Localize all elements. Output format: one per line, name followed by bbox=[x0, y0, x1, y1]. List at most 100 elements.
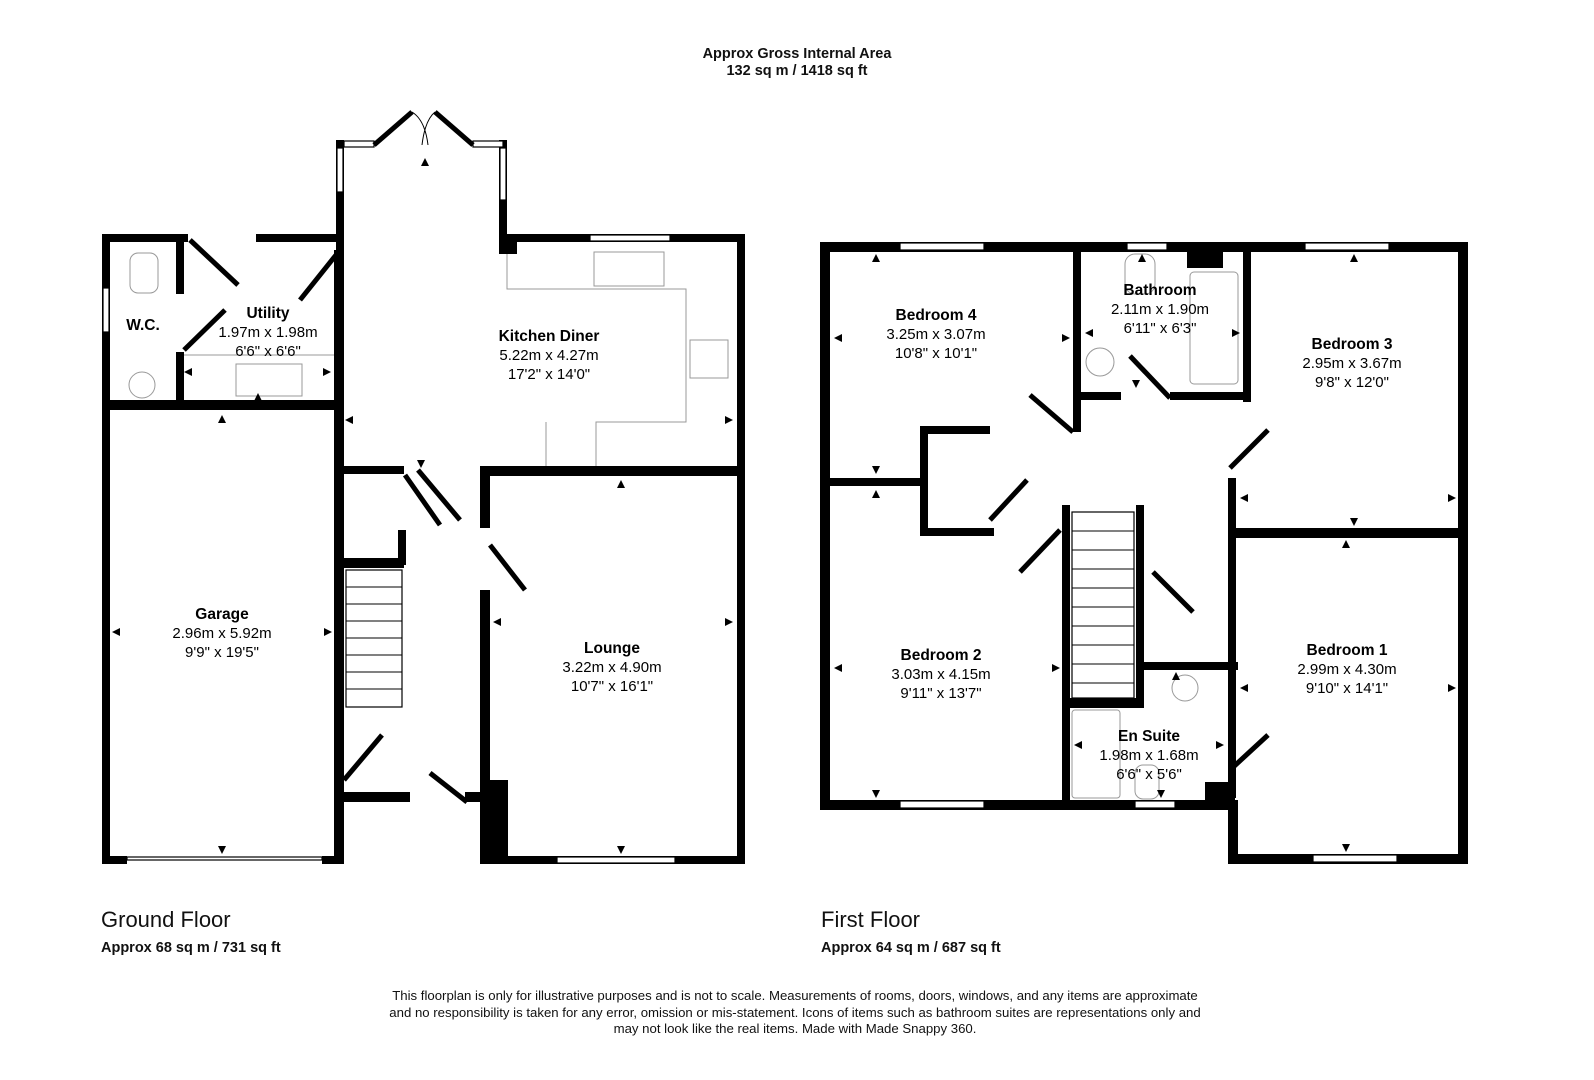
bath-icon bbox=[1189, 271, 1239, 385]
svg-text:10'8" x 10'1": 10'8" x 10'1" bbox=[895, 345, 977, 362]
wall bbox=[1243, 242, 1251, 402]
room-label-wc: W.C. bbox=[126, 317, 160, 334]
toilet-icon bbox=[1124, 253, 1156, 295]
wall bbox=[334, 466, 404, 474]
svg-text:Utility: Utility bbox=[246, 305, 289, 322]
window bbox=[556, 856, 676, 864]
first-floor-plan bbox=[820, 242, 1468, 864]
door-leaf bbox=[1128, 354, 1172, 400]
disclaimer-line: may not look like the real items. Made w… bbox=[613, 1021, 977, 1036]
wall bbox=[1062, 698, 1144, 708]
svg-text:6'6" x 5'6": 6'6" x 5'6" bbox=[1116, 766, 1182, 783]
room-label-garage: Garage 2.96m x 5.92m 9'9" x 19'5" bbox=[172, 606, 271, 661]
wall bbox=[1144, 662, 1238, 670]
door-leaf bbox=[182, 308, 227, 352]
svg-text:9'8" x 12'0": 9'8" x 12'0" bbox=[1315, 374, 1389, 391]
svg-text:Kitchen Diner: Kitchen Diner bbox=[499, 328, 600, 345]
disclaimer-line: and no responsibility is taken for any e… bbox=[389, 1004, 1201, 1020]
wall bbox=[737, 234, 745, 864]
wall bbox=[334, 250, 344, 864]
wall bbox=[1073, 242, 1081, 432]
door-leaf bbox=[416, 468, 462, 522]
door-leaf bbox=[488, 543, 527, 592]
ground-floor-plan bbox=[102, 110, 745, 864]
svg-text:6'11" x 6'3": 6'11" x 6'3" bbox=[1124, 320, 1197, 337]
svg-text:10'7" x 16'1": 10'7" x 16'1" bbox=[571, 678, 653, 695]
wall bbox=[336, 140, 344, 250]
wall bbox=[322, 856, 344, 864]
disclaimer-line: This floorplan is only for illustrative … bbox=[392, 988, 1198, 1003]
window bbox=[472, 140, 504, 148]
window bbox=[102, 287, 110, 333]
wall bbox=[334, 792, 410, 802]
svg-text:17'2" x 14'0": 17'2" x 14'0" bbox=[508, 366, 590, 383]
door-leaf bbox=[402, 473, 443, 527]
svg-text:2.11m x 1.90m: 2.11m x 1.90m bbox=[1111, 301, 1209, 318]
wall bbox=[480, 590, 490, 810]
door-leaf bbox=[1018, 528, 1062, 574]
door-leaf bbox=[188, 238, 240, 287]
wall bbox=[920, 426, 928, 536]
door-swing bbox=[411, 111, 436, 146]
wall bbox=[499, 234, 517, 254]
svg-text:6'6" x 6'6": 6'6" x 6'6" bbox=[235, 343, 301, 360]
wall bbox=[1170, 392, 1251, 400]
room-label-bedroom-4: Bedroom 4 3.25m x 3.07m 10'8" x 10'1" bbox=[886, 307, 985, 362]
wall bbox=[1458, 242, 1468, 864]
window bbox=[343, 140, 375, 148]
wall bbox=[820, 478, 920, 486]
wall bbox=[1236, 528, 1468, 538]
svg-text:9'9" x 19'5": 9'9" x 19'5" bbox=[185, 644, 259, 661]
gross-area-title: Approx Gross Internal Area 132 sq m / 14… bbox=[0, 46, 1594, 80]
ground-floor-area: Approx 68 sq m / 731 sq ft bbox=[101, 940, 281, 956]
ground-floor-title: Ground Floor bbox=[101, 907, 231, 932]
basin-icon bbox=[128, 371, 156, 399]
first-floor-area: Approx 64 sq m / 687 sq ft bbox=[821, 940, 1001, 956]
kitchen-worktop bbox=[506, 254, 687, 466]
wall bbox=[1228, 662, 1236, 727]
wall bbox=[176, 352, 184, 407]
wall bbox=[1062, 505, 1070, 805]
wall bbox=[102, 856, 127, 864]
wall bbox=[465, 792, 495, 802]
door-leaf bbox=[988, 478, 1029, 522]
svg-text:Bedroom 4: Bedroom 4 bbox=[896, 307, 977, 324]
dimension-arrows bbox=[834, 254, 1456, 852]
wall bbox=[256, 234, 344, 242]
svg-text:3.03m x 4.15m: 3.03m x 4.15m bbox=[891, 666, 990, 683]
window bbox=[899, 242, 985, 251]
window bbox=[1312, 854, 1398, 863]
svg-text:Bedroom 1: Bedroom 1 bbox=[1307, 642, 1388, 659]
wall bbox=[1081, 392, 1121, 400]
svg-text:1.98m x 1.68m: 1.98m x 1.68m bbox=[1099, 747, 1198, 764]
svg-text:9'11" x 13'7": 9'11" x 13'7" bbox=[900, 685, 981, 702]
svg-text:Bathroom: Bathroom bbox=[1123, 282, 1196, 299]
wall bbox=[1228, 478, 1236, 798]
gross-area-value: 132 sq m / 1418 sq ft bbox=[726, 63, 868, 79]
wall bbox=[820, 242, 830, 810]
wall bbox=[920, 426, 990, 434]
staircase bbox=[1071, 511, 1135, 699]
svg-text:W.C.: W.C. bbox=[126, 317, 160, 334]
wall bbox=[102, 400, 344, 410]
sink-icon bbox=[235, 363, 303, 397]
wall bbox=[480, 466, 490, 528]
wall bbox=[334, 558, 404, 568]
door-leaf bbox=[433, 110, 475, 147]
room-label-kitchen-diner: Kitchen Diner 5.22m x 4.27m 17'2" x 14'0… bbox=[499, 328, 600, 383]
wall bbox=[1187, 242, 1223, 268]
room-label-en-suite: En Suite 1.98m x 1.68m 6'6" x 5'6" bbox=[1099, 728, 1198, 783]
svg-text:Garage: Garage bbox=[195, 606, 249, 623]
window bbox=[499, 147, 507, 201]
wall bbox=[1228, 800, 1238, 864]
wall bbox=[102, 234, 110, 864]
wall bbox=[398, 530, 406, 565]
window bbox=[899, 800, 985, 809]
garage-door bbox=[126, 856, 323, 861]
wall bbox=[820, 800, 1238, 810]
sink-icon bbox=[593, 251, 665, 287]
toilet-icon bbox=[129, 252, 159, 294]
wall bbox=[1205, 782, 1235, 810]
room-label-bathroom: Bathroom 2.11m x 1.90m 6'11" x 6'3" bbox=[1111, 282, 1209, 337]
